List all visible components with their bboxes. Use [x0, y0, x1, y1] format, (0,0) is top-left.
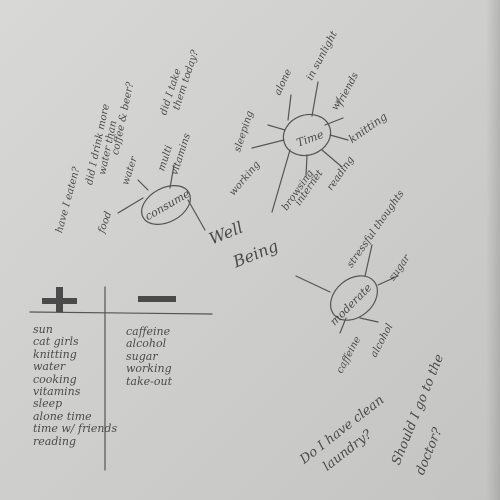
list-item: time w/ friends [33, 422, 118, 436]
consume-branch-water [137, 179, 149, 191]
minus-sign-icon [138, 296, 176, 302]
moderate-branch-sugar [377, 275, 399, 286]
time-branch-friends [324, 117, 344, 126]
time-branch-wellbeing [271, 149, 291, 213]
list-item: cat girls [33, 335, 79, 349]
consume-branch-vitamins [169, 164, 175, 189]
list-item: sun [33, 323, 53, 336]
paper-edge-shadow [486, 0, 500, 500]
time-branch-knitting [329, 134, 349, 141]
moderate-branch-alcohol [359, 317, 379, 323]
consume-branch-wellbeing [187, 199, 206, 231]
list-item: reading [33, 434, 77, 448]
list-item: vitamins [33, 384, 81, 398]
list-item: caffeine [126, 325, 171, 338]
minus-list: caffeine alcohol sugar working take-out [126, 325, 172, 388]
time-branch-browsing [305, 154, 308, 177]
moderate-bubble [330, 275, 378, 321]
plus-sign-icon [42, 287, 77, 312]
list-item: take-out [126, 374, 172, 388]
list-item: sleep [33, 397, 63, 411]
list-item: water [33, 360, 66, 374]
time-bubble [282, 113, 332, 157]
moderate-branch-stress [364, 244, 373, 277]
table-horizontal-rule [29, 311, 213, 315]
list-item: sugar [126, 349, 158, 363]
moderate-branch-wellbeing [295, 275, 331, 293]
list-item: working [126, 362, 172, 376]
consume-branch-food [117, 197, 144, 214]
list-item: alcohol [126, 337, 167, 351]
time-branch-sunlight [311, 81, 319, 117]
list-item: cooking [33, 372, 77, 386]
plus-list: sun cat girls knitting water cooking vit… [33, 323, 118, 448]
time-branch-alone [287, 94, 292, 121]
list-item: knitting [33, 347, 77, 361]
list-item: alone time [33, 409, 92, 423]
time-branch-sleeping [267, 124, 286, 131]
time-branch-reading [321, 149, 343, 168]
consume-bubble [141, 185, 191, 225]
moderate-branch-caffeine [339, 317, 347, 334]
time-branch-working [251, 139, 285, 149]
